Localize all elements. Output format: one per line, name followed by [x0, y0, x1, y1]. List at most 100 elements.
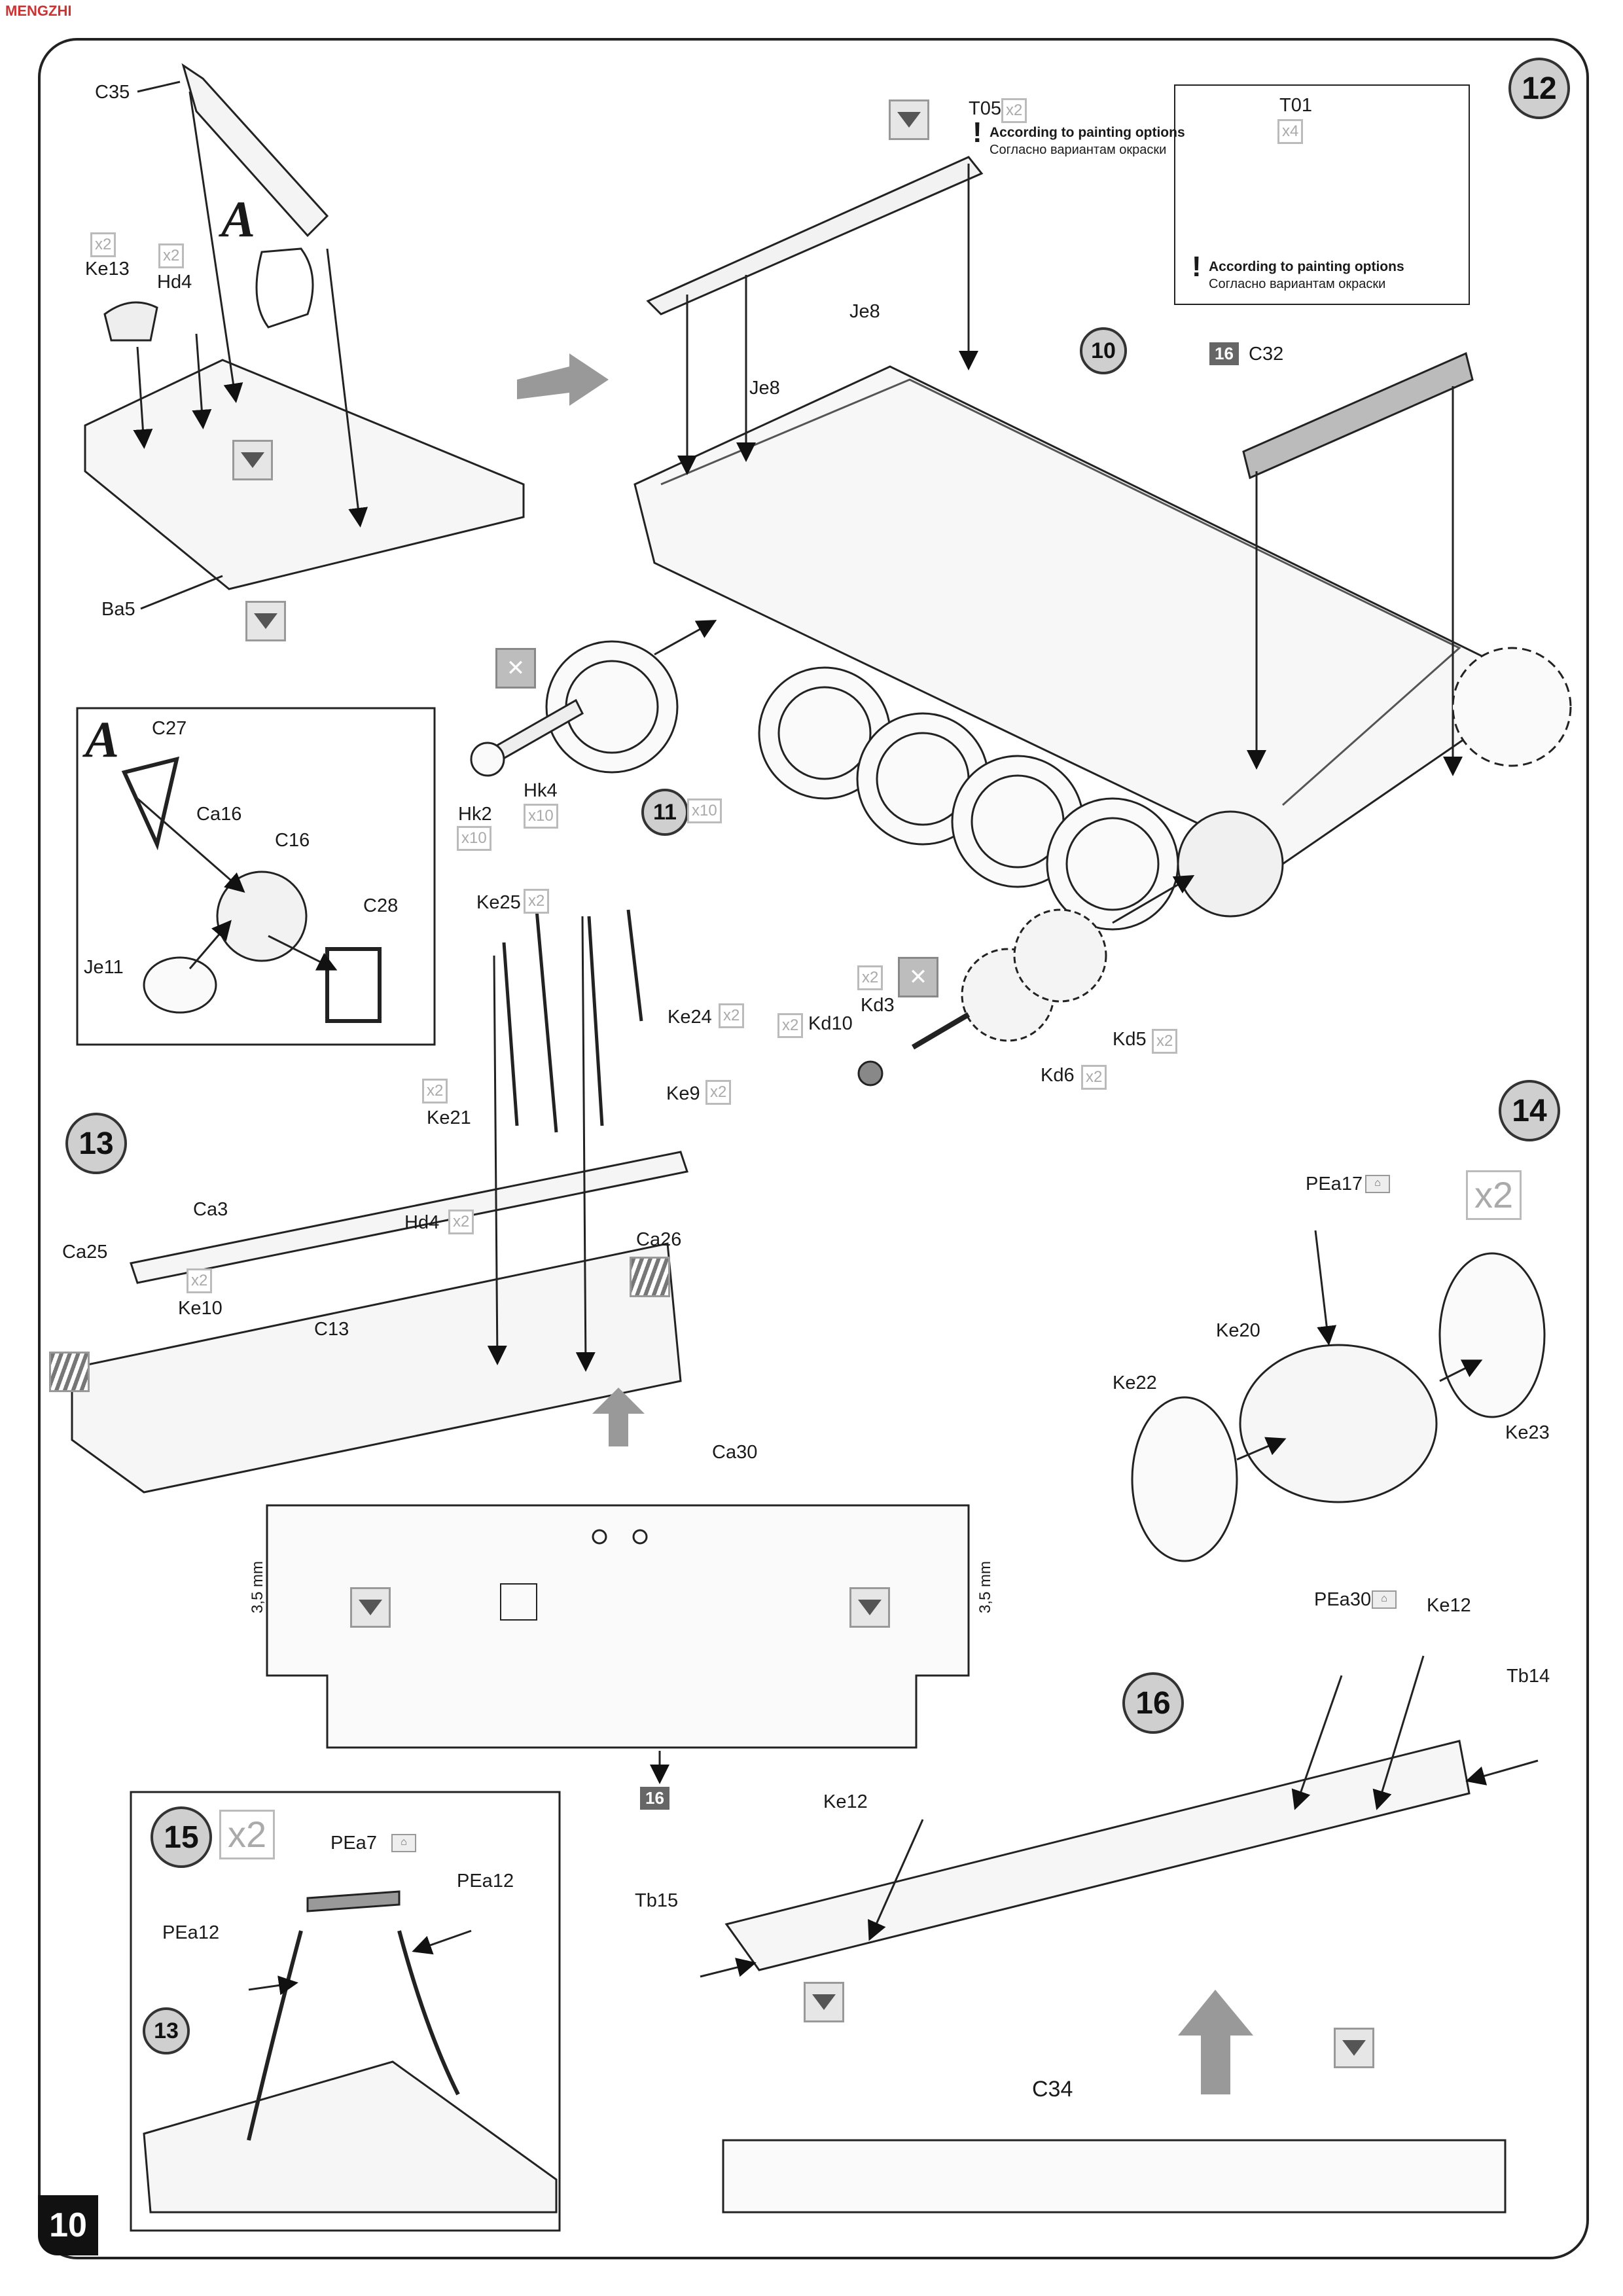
photo-etch-icon: ⌂ [391, 1834, 416, 1852]
sprue-cut-icon [350, 1587, 391, 1628]
no-glue-icon: ✕ [898, 957, 938, 997]
label-c27: C27 [152, 718, 187, 739]
step-number-15: 15 [151, 1806, 212, 1868]
dimension-right: 3,5 mm [976, 1560, 994, 1613]
qty-kd6: x2 [1081, 1065, 1107, 1090]
label-ke20: Ke20 [1216, 1320, 1260, 1341]
label-pea7: PEa7 [330, 1833, 377, 1854]
qty-ke13: x2 [90, 232, 116, 257]
label-kd3: Kd3 [861, 995, 895, 1016]
part-c32 [1242, 351, 1474, 480]
part-c34 [722, 2139, 1507, 2214]
label-ke21: Ke21 [427, 1107, 471, 1128]
part-ke25-ke24 [502, 909, 643, 1133]
qty-step14: x2 [1466, 1170, 1522, 1220]
page-number: 10 [38, 2195, 98, 2255]
detail-a-title: A [85, 711, 120, 768]
part-ba5 [84, 359, 525, 590]
step-number-13: 13 [65, 1113, 127, 1174]
glue-icon [49, 1352, 90, 1392]
part-ke13 [103, 301, 158, 342]
label-hd4: Hd4 [157, 272, 192, 293]
part-side-plate [724, 1740, 1471, 1971]
part-je11 [143, 956, 217, 1014]
sprue-cut-icon [804, 1982, 844, 2022]
label-t01: T01 [1279, 95, 1312, 116]
step-ref-11: 11 [641, 789, 688, 836]
qty-hd4: x2 [158, 243, 185, 268]
label-pea12-b: PEa12 [162, 1922, 220, 1943]
ref-step-16-ca30: 16 [640, 1787, 669, 1810]
qty-t05: x2 [1001, 98, 1027, 123]
label-c28: C28 [363, 895, 399, 916]
label-hk2: Hk2 [458, 804, 492, 825]
label-ca16: Ca16 [196, 804, 242, 825]
label-je8-a: Je8 [849, 301, 880, 322]
label-ke9: Ke9 [666, 1083, 700, 1104]
label-c35: C35 [95, 82, 130, 103]
label-ca26: Ca26 [636, 1229, 682, 1250]
sprue-cut-icon [1334, 2028, 1374, 2068]
label-ke10: Ke10 [178, 1298, 223, 1319]
part-floor [71, 1242, 682, 1494]
qty-ke24: x2 [719, 1003, 745, 1028]
label-pea17: PEa17 [1306, 1174, 1363, 1194]
label-tb15: Tb15 [635, 1890, 679, 1911]
sprue-cut-icon [245, 601, 286, 641]
label-je8-b: Je8 [749, 378, 780, 399]
part-ke20 [1239, 1344, 1438, 1503]
qty-ke25: x2 [524, 889, 550, 914]
label-ca30: Ca30 [712, 1442, 758, 1463]
step-number-14: 14 [1499, 1080, 1560, 1141]
label-ke12-a: Ke12 [1427, 1595, 1471, 1616]
page-frame [38, 38, 1589, 2259]
label-ca25: Ca25 [62, 1242, 108, 1263]
photo-etch-icon: ⌂ [1365, 1175, 1390, 1193]
part-ke23 [1438, 1252, 1546, 1418]
label-hk4: Hk4 [524, 780, 558, 801]
label-c32: C32 [1249, 344, 1284, 365]
glue-icon [630, 1257, 670, 1297]
qty-kd5: x2 [1152, 1029, 1178, 1054]
label-ke13: Ke13 [85, 259, 130, 279]
no-glue-icon: ✕ [495, 648, 536, 689]
qty-hd4-b: x2 [448, 1210, 474, 1234]
part-ke22 [1131, 1396, 1238, 1562]
qty-kd10: x2 [777, 1013, 804, 1038]
step-number-16: 16 [1122, 1672, 1184, 1734]
qty-hk2: x10 [457, 826, 491, 851]
label-t05: T05 [969, 98, 1001, 119]
label-kd5: Kd5 [1113, 1029, 1147, 1050]
label-tb14: Tb14 [1507, 1666, 1550, 1687]
road-wheels [545, 640, 1572, 931]
part-ca3 [130, 1151, 688, 1284]
part-pea7 [306, 1890, 401, 1912]
qty-kd3: x2 [857, 965, 883, 990]
step-ref-10: 10 [1080, 327, 1127, 374]
qty-ke21: x2 [422, 1079, 448, 1103]
sprue-cut-icon [889, 99, 929, 140]
watermark-logo: MENGZHI [5, 3, 72, 19]
qty-step15: x2 [219, 1810, 276, 1859]
label-c34: C34 [1032, 2077, 1073, 2102]
label-kd6: Kd6 [1041, 1065, 1075, 1086]
label-ke25: Ke25 [476, 892, 521, 913]
detail-a-marker: A [221, 190, 256, 247]
label-je11: Je11 [84, 957, 124, 978]
step-ref-13: 13 [143, 2007, 190, 2054]
part-ca30 [266, 1504, 970, 1749]
part-c35 [181, 63, 329, 238]
dimension-left: 3,5 mm [249, 1560, 266, 1613]
photo-etch-icon: ⌂ [1372, 1590, 1397, 1609]
part-c27-handle-top [255, 247, 314, 329]
label-ke12-b: Ke12 [823, 1791, 868, 1812]
qty-t01: x4 [1277, 119, 1304, 144]
part-15-frame [143, 2060, 558, 2214]
sprue-cut-icon [849, 1587, 890, 1628]
label-pea12-a: PEa12 [457, 1871, 514, 1892]
qty-ke10: x2 [187, 1268, 213, 1293]
label-ke23: Ke23 [1505, 1422, 1550, 1443]
